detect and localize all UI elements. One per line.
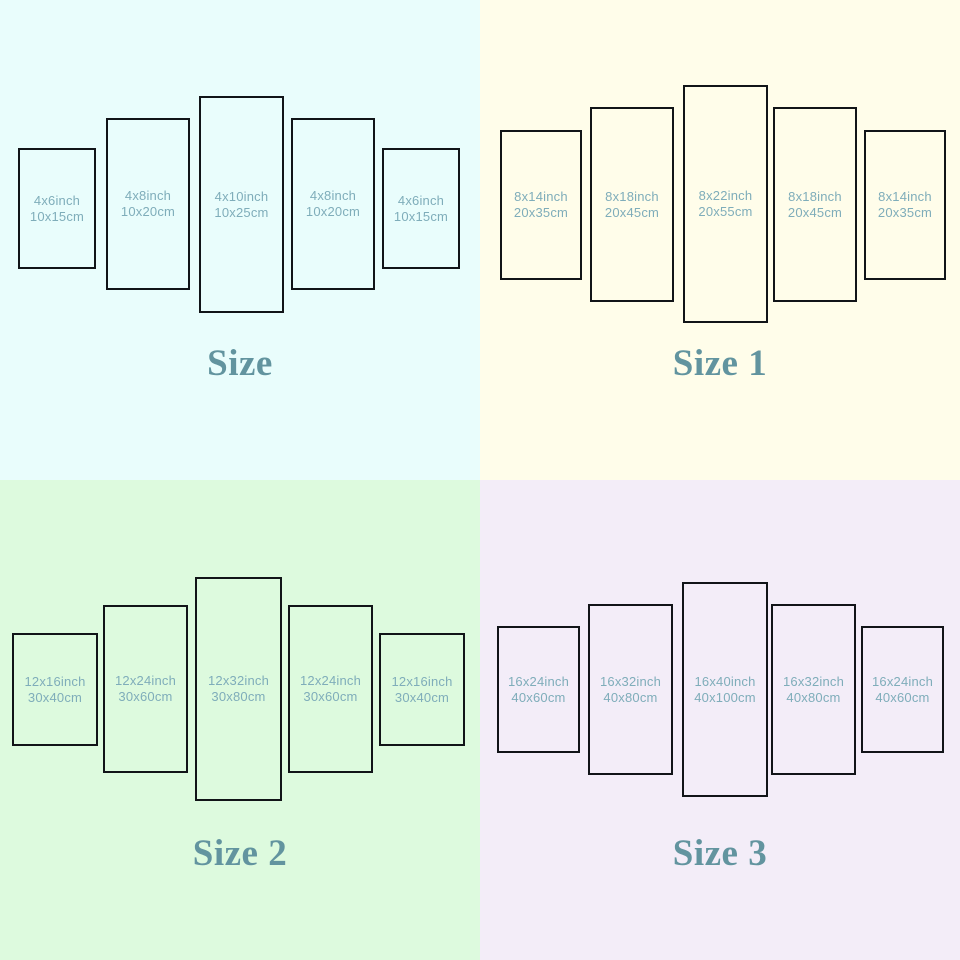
inch-dimension: 12x16inch — [391, 673, 453, 689]
inch-dimension: 4x8inch — [124, 188, 172, 204]
inch-dimension: 16x24inch — [507, 673, 570, 689]
inch-dimension: 8x18inch — [788, 188, 842, 204]
inch-dimension: 4x8inch — [309, 188, 357, 204]
cm-dimension: 30x40cm — [27, 689, 83, 705]
inch-dimension: 4x6inch — [397, 192, 445, 208]
cm-dimension: 20x35cm — [513, 205, 569, 220]
quadrant-title-size-2: Size 2 — [192, 833, 288, 874]
inch-dimension: 8x14inch — [878, 189, 932, 205]
inch-dimension: 12x24inch — [114, 673, 177, 689]
cm-dimension: 20x35cm — [877, 205, 933, 220]
cm-dimension: 10x15cm — [393, 208, 449, 224]
cm-dimension: 30x40cm — [394, 689, 450, 705]
cm-dimension: 20x45cm — [604, 204, 660, 220]
cm-dimension: 10x15cm — [29, 208, 85, 224]
cm-dimension: 10x25cm — [214, 204, 269, 220]
inch-dimension: 4x6inch — [33, 192, 81, 208]
inch-dimension: 12x24inch — [299, 673, 362, 689]
cm-dimension: 10x20cm — [120, 204, 176, 219]
cm-dimension: 40x100cm — [694, 689, 756, 705]
cm-dimension: 20x45cm — [787, 204, 843, 220]
inch-dimension: 16x32inch — [599, 673, 662, 689]
inch-dimension: 8x22inch — [698, 188, 753, 204]
cm-dimension: 40x80cm — [603, 689, 658, 705]
cm-dimension: 30x80cm — [211, 689, 266, 704]
inch-dimension: 12x16inch — [24, 673, 86, 689]
quadrant-title-size-1: Size 1 — [672, 343, 768, 384]
cm-dimension: 40x80cm — [786, 689, 841, 705]
inch-dimension: 16x24inch — [871, 673, 934, 689]
cm-dimension: 40x60cm — [875, 689, 930, 705]
cm-dimension: 40x60cm — [511, 689, 566, 705]
cm-dimension: 30x60cm — [118, 689, 173, 704]
inch-dimension: 8x18inch — [605, 188, 659, 204]
inch-dimension: 4x10inch — [214, 188, 269, 204]
cm-dimension: 10x20cm — [305, 204, 361, 219]
cm-dimension: 30x60cm — [303, 689, 358, 704]
cm-dimension: 20x55cm — [698, 204, 753, 219]
quadrant-title-size-3: Size 3 — [672, 833, 768, 874]
inch-dimension: 12x32inch — [207, 673, 270, 689]
quadrant-title-size: Size — [207, 343, 273, 384]
inch-dimension: 8x14inch — [514, 189, 568, 205]
inch-dimension: 16x40inch — [694, 673, 756, 689]
inch-dimension: 16x32inch — [782, 673, 845, 689]
